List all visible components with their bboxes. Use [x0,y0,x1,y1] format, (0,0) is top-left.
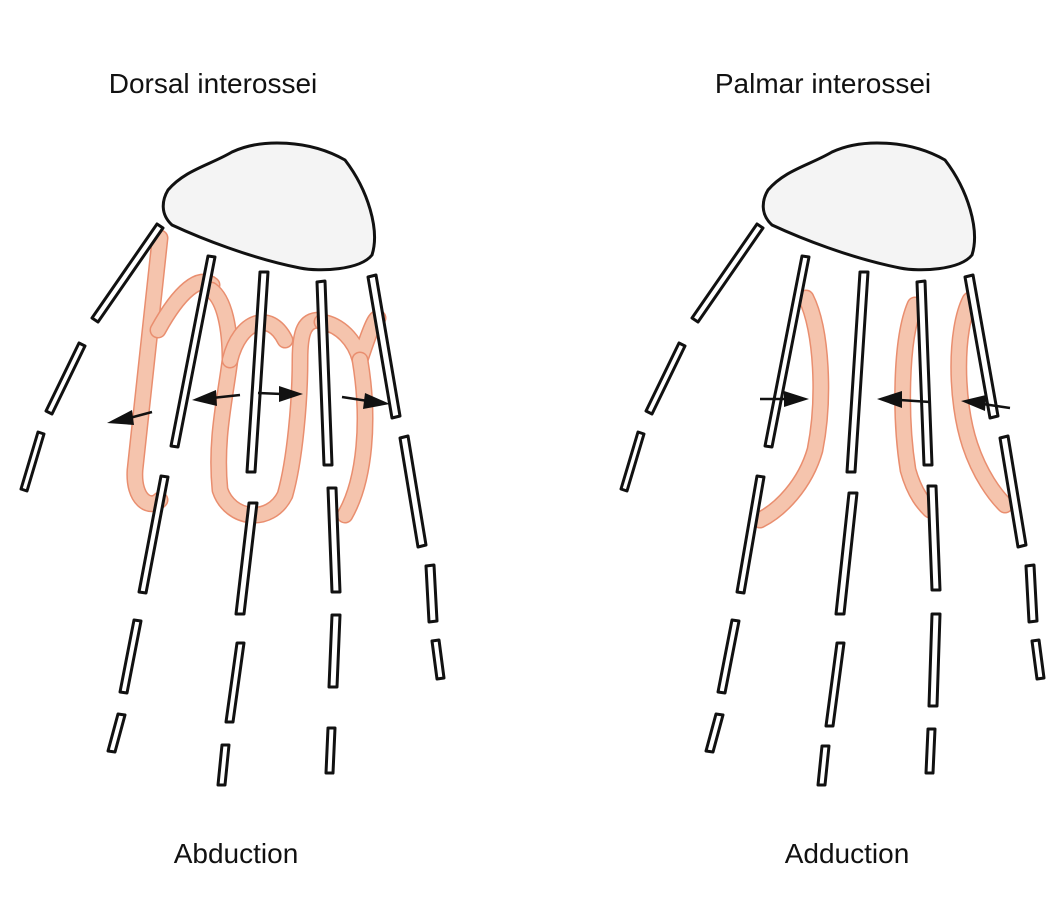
dorsal-wrist-carpals [161,141,376,272]
palmar-finger-bones [619,222,1046,787]
dorsal-hand [19,141,446,787]
palmar-muscles [751,289,1014,529]
abduction-caption: Abduction [173,838,299,869]
palmar-adduction-arrows [760,391,1011,411]
palmar-hand [619,141,1046,787]
dorsal-interossei-title: Dorsal interossei [108,68,318,99]
palmar-wrist-carpals [761,141,976,272]
dorsal-abduction-arrows [107,386,390,425]
adduction-caption: Adduction [784,838,910,869]
palmar-interossei-title: Palmar interossei [714,68,932,99]
